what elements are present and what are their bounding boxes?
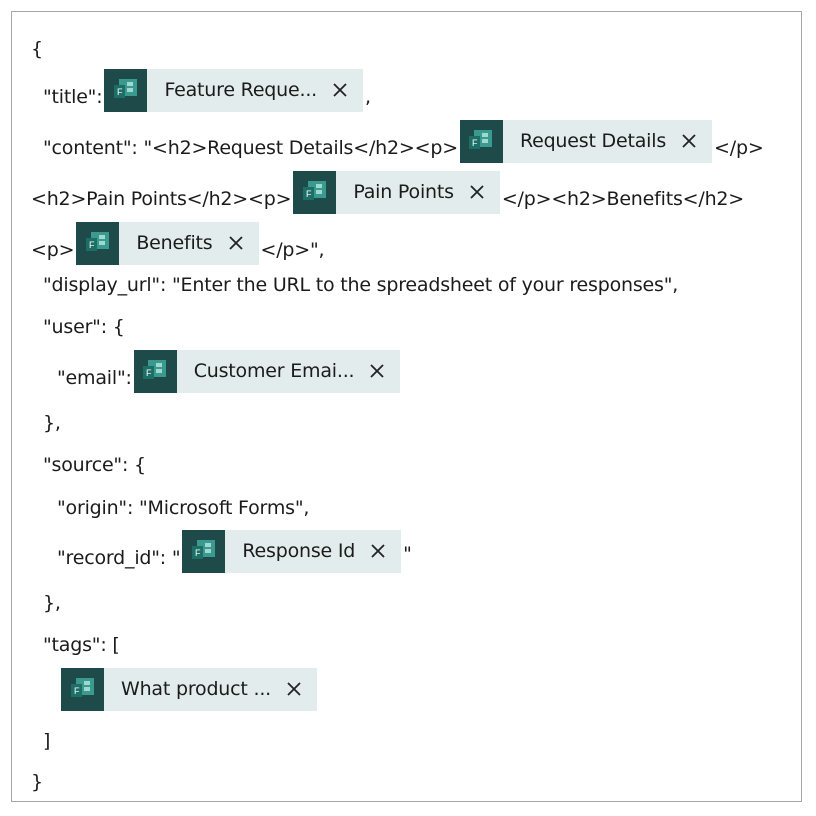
title-comma: , — [365, 86, 371, 108]
benefits-heading: </p><h2>Benefits</h2> — [501, 188, 745, 210]
code-line-pain-points: <h2>Pain Points</h2><p> F Pain Points </… — [31, 169, 744, 215]
code-line-origin: "origin": "Microsoft Forms", — [57, 485, 309, 531]
user-close: }, — [43, 412, 61, 434]
code-line-source: "source": { — [43, 442, 146, 488]
chip-label: Customer Emai... — [193, 360, 355, 382]
code-line: { — [31, 26, 43, 72]
record-id-key: "record_id": " — [57, 547, 181, 569]
title-key: "title": — [43, 86, 103, 108]
svg-text:F: F — [146, 368, 152, 378]
close-icon[interactable] — [364, 350, 390, 393]
code-line: }, — [43, 400, 61, 446]
origin-text: "origin": "Microsoft Forms", — [57, 497, 310, 519]
close-icon[interactable] — [281, 668, 307, 711]
code-line-tags: "tags": [ — [43, 622, 120, 668]
p-close: </p> — [714, 137, 764, 159]
close-icon[interactable] — [365, 530, 391, 573]
svg-text:F: F — [195, 548, 201, 558]
token-chip-benefits[interactable]: F Benefits — [76, 221, 259, 265]
code-line-content: "content": "<h2>Request Details</h2><p> … — [43, 118, 764, 164]
code-line-title: "title": F Feature Reque... , — [43, 67, 371, 113]
chip-label: Request Details — [519, 130, 667, 152]
tags-key: "tags": [ — [43, 634, 120, 656]
forms-icon: F — [459, 119, 503, 163]
forms-icon: F — [76, 221, 120, 265]
code-line-display-url: "display_url": "Enter the URL to the spr… — [43, 262, 678, 308]
token-chip-title[interactable]: F Feature Reque... — [104, 68, 364, 112]
chip-label: Response Id — [242, 540, 356, 562]
code-line-user: "user": { — [43, 304, 125, 350]
close-icon[interactable] — [223, 222, 249, 265]
source-close: }, — [43, 592, 61, 614]
forms-icon: F — [133, 349, 177, 393]
code-line-record-id: "record_id": " F Response Id " — [57, 528, 412, 574]
content-end: </p>", — [260, 239, 325, 261]
token-chip-pain-points[interactable]: F Pain Points — [293, 170, 500, 214]
close-icon[interactable] — [676, 120, 702, 163]
close-icon[interactable] — [327, 69, 353, 112]
code-line-tag-item: F What product ... — [59, 666, 319, 712]
token-chip-customer-email[interactable]: F Customer Emai... — [133, 349, 401, 393]
tags-close: ] — [43, 730, 51, 752]
token-chip-response-id[interactable]: F Response Id — [182, 529, 402, 573]
forms-icon: F — [182, 529, 226, 573]
brace-close: } — [31, 771, 43, 793]
code-line-benefits: <p> F Benefits </p>", — [31, 220, 325, 266]
code-line: }, — [43, 580, 61, 626]
forms-icon: F — [293, 170, 337, 214]
display-url-text: "display_url": "Enter the URL to the spr… — [43, 274, 679, 296]
svg-text:F: F — [89, 240, 95, 250]
code-line-email: "email": F Customer Emai... — [57, 348, 402, 394]
source-key: "source": { — [43, 454, 146, 476]
chip-label: Feature Reque... — [164, 79, 318, 101]
svg-text:F: F — [74, 686, 80, 696]
pain-points-heading: <h2>Pain Points</h2><p> — [31, 188, 292, 210]
record-id-quote: " — [403, 543, 412, 565]
close-icon[interactable] — [464, 171, 490, 214]
json-editor-panel[interactable]: { "title": F Feature Reque... , "content… — [11, 11, 802, 802]
content-key: "content": "<h2>Request Details</h2><p> — [43, 137, 458, 159]
svg-text:F: F — [472, 138, 478, 148]
forms-icon: F — [104, 68, 148, 112]
token-chip-request-details[interactable]: F Request Details — [459, 119, 713, 163]
code-line: ] — [43, 718, 50, 764]
chip-label: What product ... — [121, 678, 271, 700]
svg-text:F: F — [117, 87, 123, 97]
chip-label: Benefits — [136, 232, 213, 254]
p-open: <p> — [31, 239, 75, 261]
svg-text:F: F — [306, 189, 312, 199]
code-line: } — [31, 759, 43, 805]
token-chip-what-product[interactable]: F What product ... — [61, 667, 317, 711]
brace-open: { — [31, 38, 43, 60]
chip-label: Pain Points — [353, 181, 454, 203]
user-key: "user": { — [43, 316, 125, 338]
email-key: "email": — [57, 367, 132, 389]
forms-icon: F — [61, 667, 104, 711]
